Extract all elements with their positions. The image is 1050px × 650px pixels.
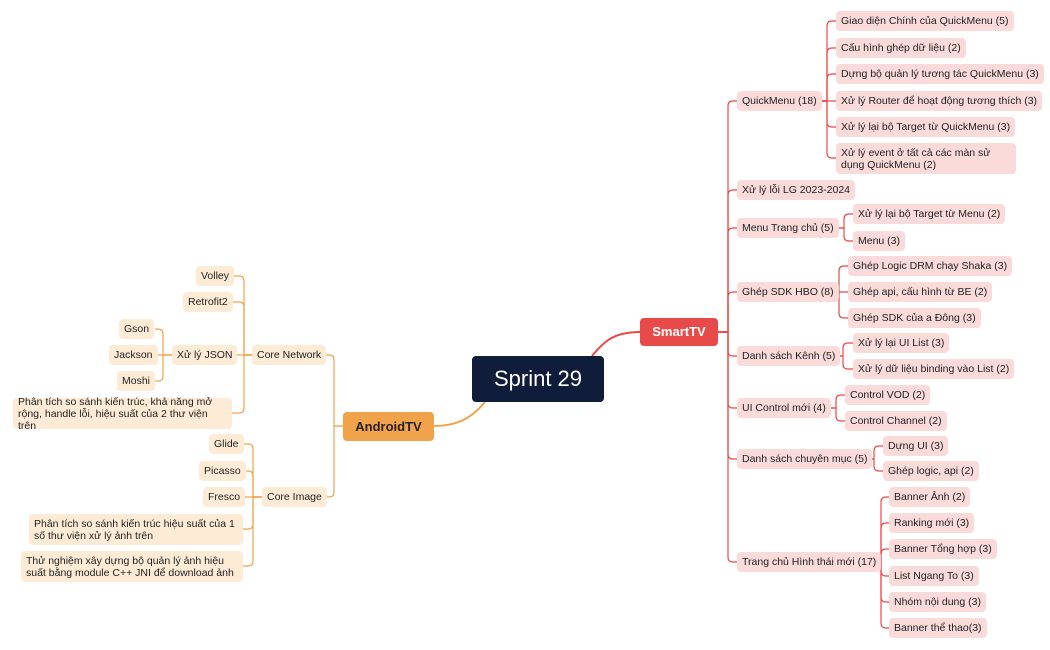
hbo-item[interactable]: Ghép api, cấu hình từ BE (2): [848, 282, 993, 302]
core-network-item[interactable]: Volley: [196, 266, 235, 286]
hbo-item[interactable]: Ghép Logic DRM chạy Shaka (3): [848, 256, 1013, 276]
categories-item[interactable]: Ghép logic, api (2): [883, 461, 979, 481]
quickmenu-item[interactable]: Giao diện Chính của QuickMenu (5): [836, 11, 1014, 31]
home-new-item[interactable]: Ranking mới (3): [889, 513, 975, 533]
home-new-item[interactable]: Banner Ảnh (2): [889, 487, 971, 507]
smarttv-home-new[interactable]: Trang chủ Hình thái mới (17): [737, 552, 882, 572]
core-network-item[interactable]: Retrofit2: [183, 292, 233, 312]
core-network-json[interactable]: Xử lý JSON: [172, 345, 238, 365]
connector-line: [243, 496, 262, 567]
connector-line: [232, 354, 252, 414]
home-menu-item[interactable]: Menu (3): [853, 231, 906, 251]
json-item[interactable]: Moshi: [117, 371, 156, 391]
home-new-item[interactable]: Nhóm nội dung (3): [889, 592, 986, 612]
branch-smarttv[interactable]: SmartTV: [640, 318, 718, 346]
smarttv-ui-control[interactable]: UI Control mới (4): [737, 398, 831, 418]
json-item[interactable]: Jackson: [109, 345, 158, 365]
connector-line: [155, 328, 172, 356]
connector-line: [324, 425, 343, 498]
hbo-item[interactable]: Ghép SDK của a Đông (3): [848, 308, 981, 328]
smarttv-home-menu[interactable]: Menu Trang chủ (5): [737, 218, 839, 238]
core-network-analysis[interactable]: Phân tích so sánh kiến trúc, khả năng mở…: [13, 396, 232, 432]
home-menu-item[interactable]: Xử lý lại bộ Target từ Menu (2): [853, 204, 1006, 224]
quickmenu-item[interactable]: Xử lý event ở tất cả các màn sử dụng Qui…: [836, 143, 1016, 174]
connector-line: [816, 20, 836, 102]
smarttv-quickmenu[interactable]: QuickMenu (18): [737, 91, 822, 111]
smarttv-lg-fix[interactable]: Xử lý lỗi LG 2023-2024: [737, 180, 856, 200]
connector-line: [155, 354, 172, 382]
smarttv-channels[interactable]: Danh sách Kênh (5): [737, 346, 841, 366]
connector-line: [433, 401, 486, 427]
connector-line: [324, 354, 343, 427]
categories-item[interactable]: Dựng UI (3): [883, 436, 949, 456]
home-new-item[interactable]: List Ngang To (3): [889, 566, 979, 586]
home-new-item[interactable]: Banner Tổng hợp (3): [889, 539, 997, 559]
smarttv-categories[interactable]: Danh sách chuyên mục (5): [737, 449, 873, 469]
connector-line: [591, 331, 641, 357]
channels-item[interactable]: Xử lý lại UI List (3): [853, 333, 950, 353]
core-image-experiment[interactable]: Thử nghiệm xây dựng bộ quản lý ảnh hiệu …: [21, 551, 243, 582]
core-image-item[interactable]: Picasso: [199, 461, 246, 481]
androidtv-core-network[interactable]: Core Network: [252, 345, 327, 365]
connector-line: [243, 470, 262, 498]
branch-androidtv[interactable]: AndroidTV: [343, 412, 434, 441]
channels-item[interactable]: Xử lý dữ liệu binding vào List (2): [853, 359, 1015, 379]
connector-line: [232, 275, 252, 356]
core-image-analysis[interactable]: Phân tích so sánh kiến trúc hiệu suất củ…: [29, 514, 243, 545]
core-image-item[interactable]: Glide: [209, 434, 244, 454]
quickmenu-item[interactable]: Cấu hình ghép dữ liệu (2): [836, 38, 966, 58]
ui-control-item[interactable]: Control VOD (2): [845, 385, 931, 405]
quickmenu-item[interactable]: Dựng bộ quản lý tương tác QuickMenu (3): [836, 64, 1044, 84]
quickmenu-item[interactable]: Xử lý Router để hoạt động tương thích (3…: [836, 91, 1043, 111]
connector-line: [718, 291, 737, 333]
quickmenu-item[interactable]: Xử lý lại bộ Target từ QuickMenu (3): [836, 117, 1016, 137]
home-new-item[interactable]: Banner thể thao(3): [889, 618, 987, 638]
json-item[interactable]: Gson: [119, 319, 155, 339]
ui-control-item[interactable]: Control Channel (2): [845, 411, 947, 431]
root-node[interactable]: Sprint 29: [472, 356, 604, 402]
smarttv-hbo[interactable]: Ghép SDK HBO (8): [737, 282, 839, 302]
core-image-item[interactable]: Fresco: [203, 487, 246, 507]
connector-line: [718, 331, 737, 563]
androidtv-core-image[interactable]: Core Image: [262, 487, 327, 507]
